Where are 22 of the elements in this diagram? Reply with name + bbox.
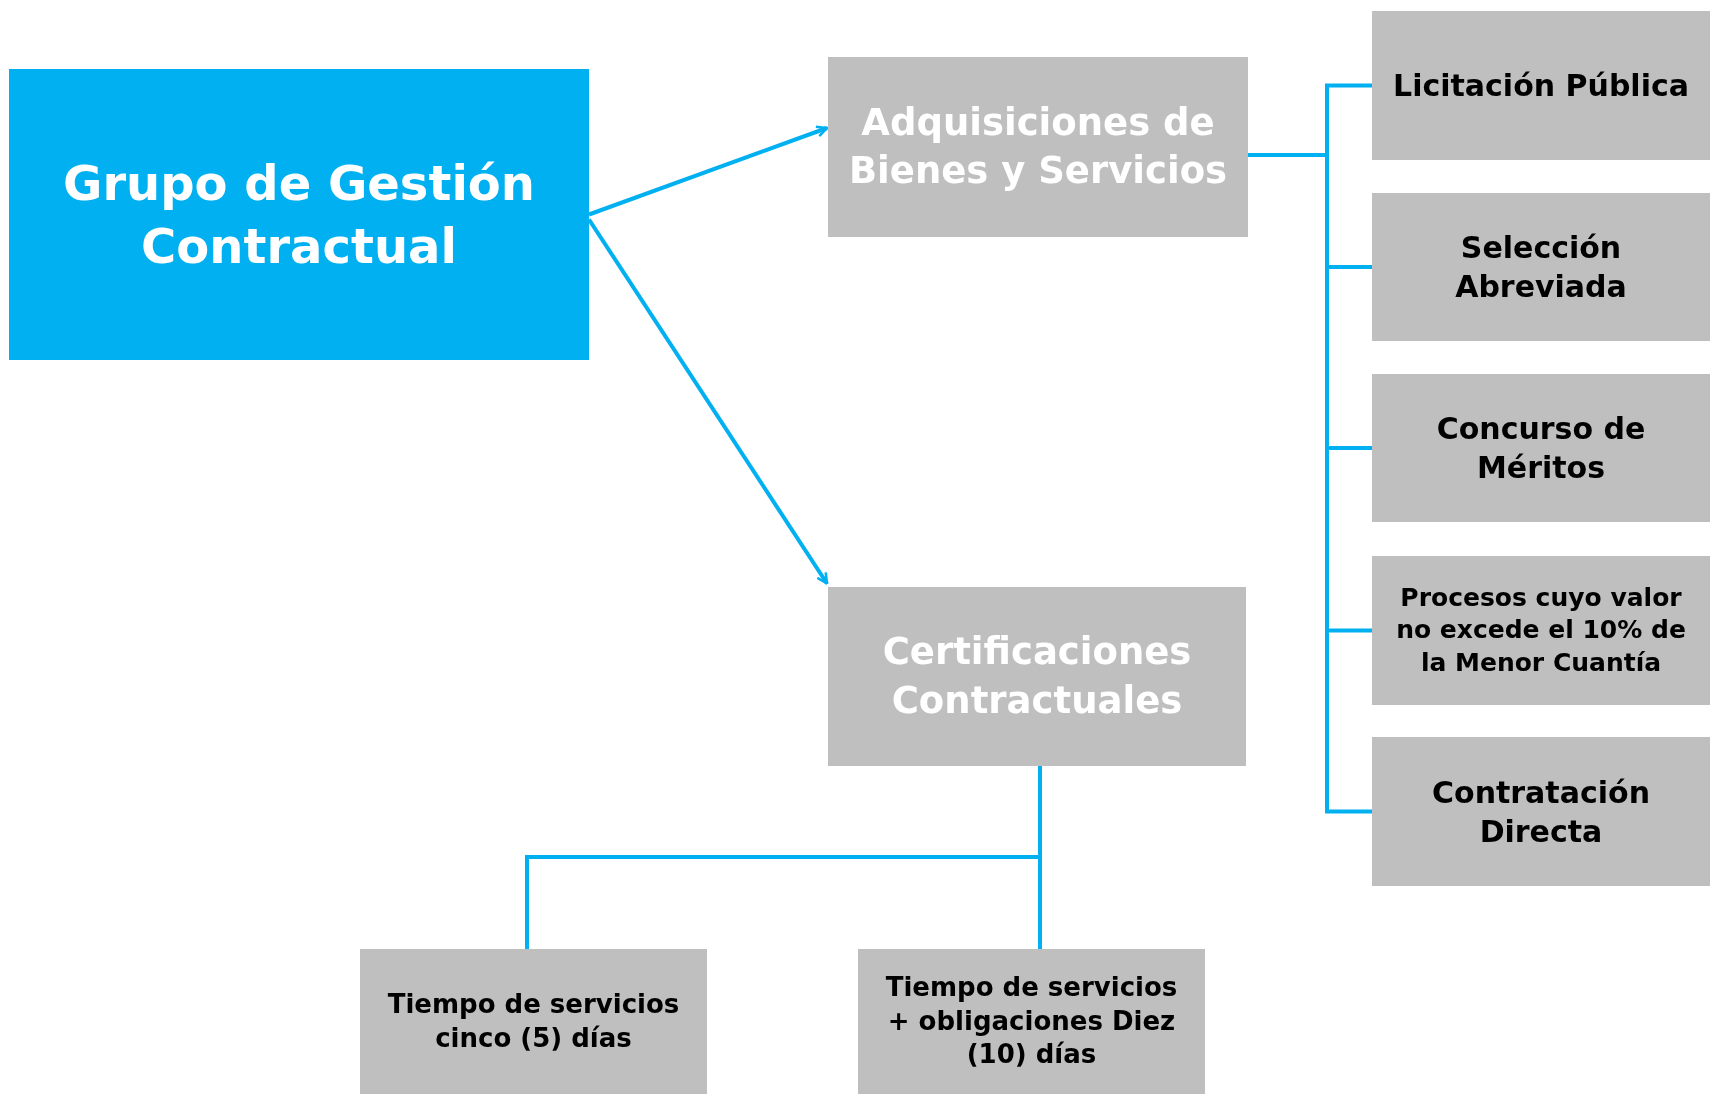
box-label: Selección Abreviada [1454, 229, 1628, 306]
box-label: Grupo de Gestión Contractual [62, 154, 536, 276]
category-box [828, 587, 1246, 766]
box-label: Certificaciones Contractuales [881, 629, 1193, 724]
box-label: Tiempo de servicios + obligaciones Diez (10) días [884, 970, 1179, 1072]
process-box [1372, 193, 1710, 341]
box-label: Tiempo de servicios cinco (5) días [386, 987, 681, 1055]
process-box [1372, 556, 1710, 705]
process-box [1372, 11, 1710, 160]
title-box [9, 69, 589, 360]
time-box [360, 949, 707, 1094]
category-box [828, 57, 1248, 237]
process-box [1372, 374, 1710, 522]
time-box [858, 949, 1205, 1094]
box-label: Contratación Directa [1431, 773, 1651, 851]
box-label: Adquisiciones de Bienes y Servicios [847, 99, 1229, 194]
arrow [588, 125, 829, 217]
process-box [1372, 737, 1710, 886]
box-label: Concurso de Méritos [1435, 410, 1647, 487]
box-label: Licitación Pública [1393, 67, 1689, 105]
box-label: Procesos cuyo valor no excede el 10% de la Menor Cuantía [1395, 581, 1687, 679]
connector-line [1038, 766, 1042, 949]
